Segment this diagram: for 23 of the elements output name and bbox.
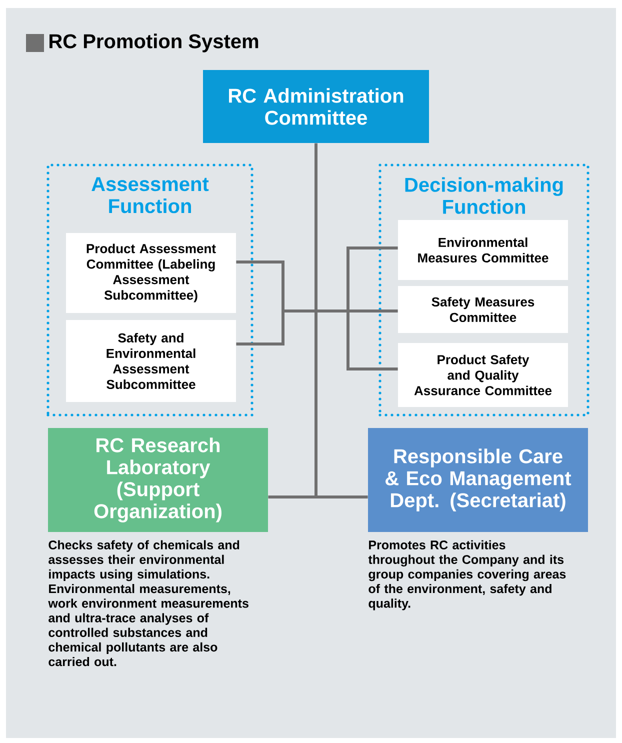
committee-box: Environmental Measures Committee bbox=[398, 220, 568, 280]
committee-box: Safety and Environmental Assessment Subcommittee bbox=[66, 320, 236, 402]
title: RC Promotion System bbox=[50, 34, 258, 52]
laboratory-box: RC Research Laboratory (Support Organization) bbox=[48, 428, 268, 532]
connector-line bbox=[316, 496, 368, 498]
connector-line bbox=[348, 310, 398, 312]
connector-line bbox=[316, 310, 348, 312]
connector-line bbox=[314, 143, 318, 497]
committee-box: Product Safety and Quality Assurance Committee bbox=[398, 343, 568, 407]
committee-box: RC Administration Committee bbox=[203, 70, 429, 143]
description-text: Checks safety of chemicals and assesses their environmental impacts using simulations. Environmental measurements, work environment measurements and ultra-trace analyses of controlled substances and chemical pollutants are also carried out. bbox=[48, 540, 248, 666]
committee-box: Safety Measures Committee bbox=[398, 286, 568, 333]
committee-box: Product Assessment Committee (Labeling Assessment Subcommittee) bbox=[66, 233, 236, 313]
connector-line bbox=[236, 260, 284, 311]
connector-line bbox=[283, 310, 316, 312]
group-heading: Assessment Function bbox=[92, 177, 209, 214]
connector-line bbox=[346, 311, 398, 370]
connector-line bbox=[236, 311, 284, 346]
department-box: Responsible Care & Eco Management Dept. (Secretariat) bbox=[368, 428, 588, 532]
description-text: Promotes RC activities throughout the Company and its group companies covering areas of the environment, safety and quality. bbox=[368, 540, 566, 610]
connector-line bbox=[268, 496, 316, 498]
group-heading: Decision-making Function bbox=[405, 177, 563, 214]
connector-line bbox=[346, 246, 398, 311]
